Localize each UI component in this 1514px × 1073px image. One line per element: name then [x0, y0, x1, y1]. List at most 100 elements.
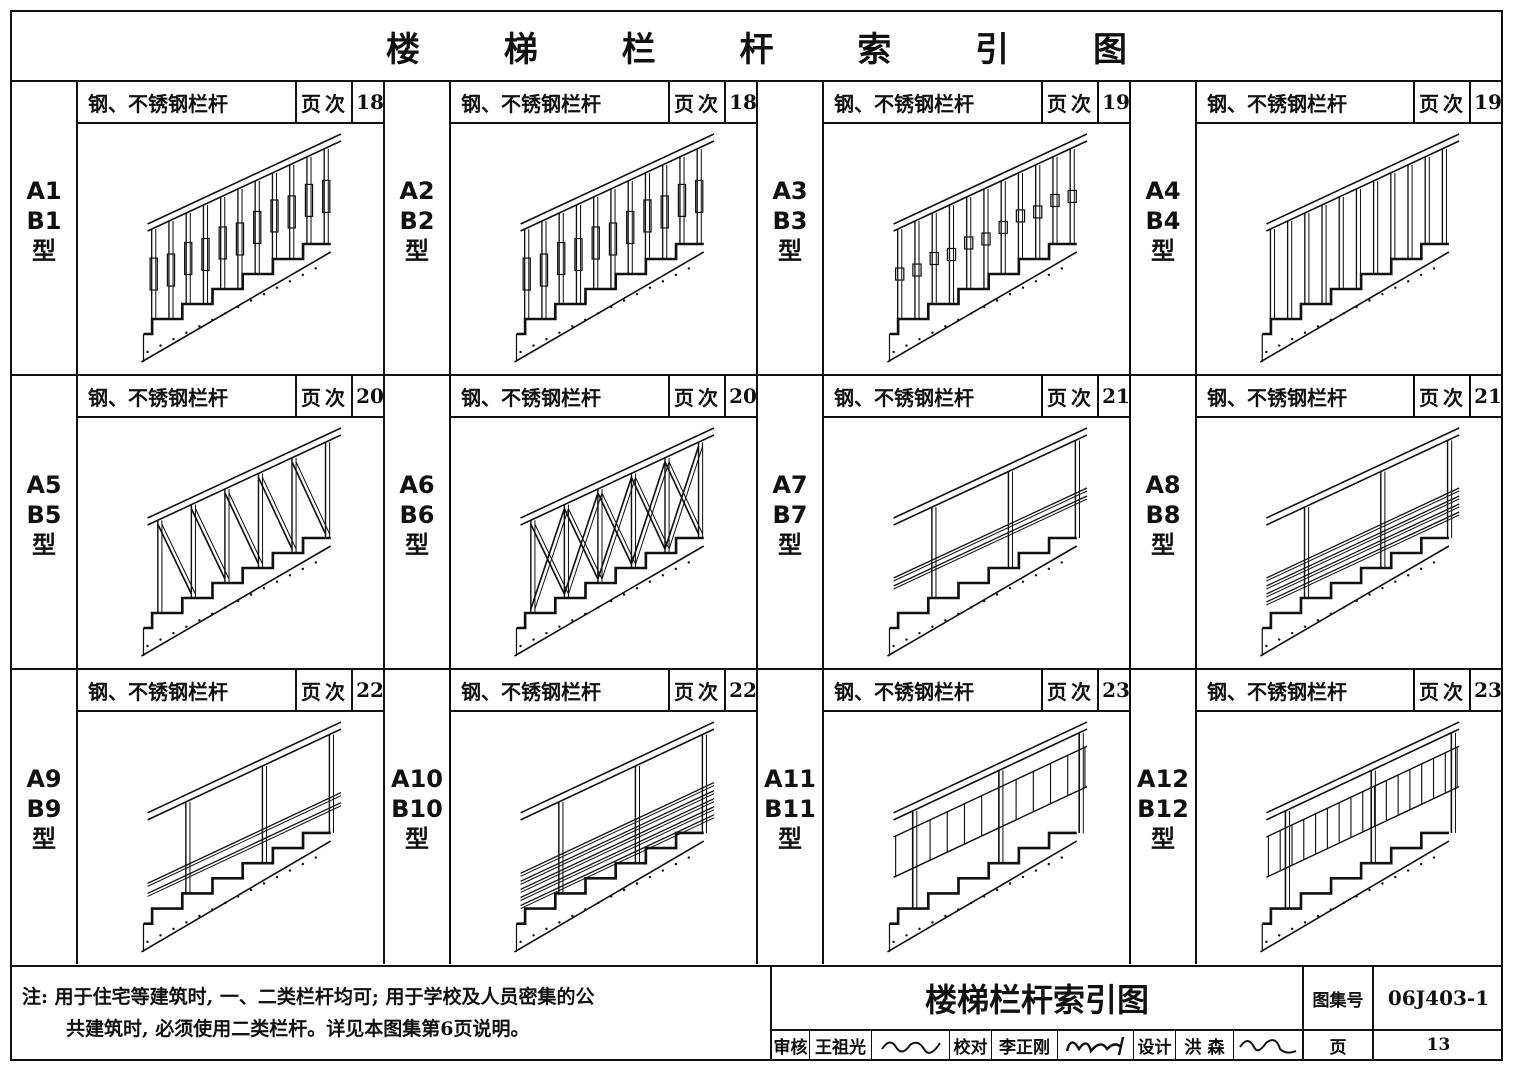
page-ref-label: 页次: [1041, 670, 1099, 710]
page-ref-number: 21: [1469, 376, 1505, 416]
railing-elevation-drawing: [76, 418, 385, 668]
page-ref-number: 22: [724, 670, 760, 710]
railing-elevation-drawing: [822, 418, 1131, 668]
atlas-label: 图集号: [1312, 990, 1364, 1011]
page-ref-number: 20: [351, 376, 387, 416]
page-ref-label: 页次: [295, 376, 353, 416]
footer: 注: 用于住宅等建筑时, 一、二类栏杆均可; 用于学校及人员密集的公 共建筑时,…: [12, 965, 1503, 1061]
railing-type-label: A1 B1 型: [26, 177, 62, 265]
railing-elevation-drawing: [822, 124, 1131, 374]
page-ref-label: 页次: [668, 82, 726, 122]
railing-type-label: A4 B4 型: [1145, 177, 1181, 265]
railing-elevation-drawing: [1195, 418, 1503, 668]
atlas-number: 06J403-1: [1387, 986, 1490, 1010]
railing-elevation-drawing: [449, 124, 758, 374]
railing-type-label: A8 B8 型: [1145, 471, 1181, 559]
railing-type-label: A5 B5 型: [26, 471, 62, 559]
railing-elevation-drawing: [1195, 124, 1503, 374]
checker-signature: [1058, 1031, 1134, 1059]
railing-elevation-drawing: [449, 712, 758, 964]
page-ref-label: 页次: [668, 376, 726, 416]
page-ref-label: 页次: [1413, 376, 1471, 416]
railing-type-label: A3 B3 型: [772, 177, 808, 265]
railing-elevation-drawing: [76, 124, 385, 374]
page-ref-number: 21: [1097, 376, 1133, 416]
note-text: 注: 用于住宅等建筑时, 一、二类栏杆均可; 用于学校及人员密集的公 共建筑时,…: [22, 981, 762, 1045]
railing-name: 钢、不锈钢栏杆: [834, 91, 974, 116]
railing-name: 钢、不锈钢栏杆: [1207, 385, 1347, 410]
page-ref-label: 页次: [1041, 82, 1099, 122]
railing-type-label: A6 B6 型: [399, 471, 435, 559]
reviewer-signature: [872, 1031, 950, 1059]
page-ref-number: 19: [1469, 82, 1505, 122]
railing-elevation-drawing: [76, 712, 385, 964]
railing-type-label: A9 B9 型: [26, 765, 62, 853]
page-ref-label: 页次: [295, 82, 353, 122]
note-line-1: 注: 用于住宅等建筑时, 一、二类栏杆均可; 用于学校及人员密集的公: [22, 986, 595, 1008]
sheet-title: 楼 梯 栏 杆 索 引 图: [12, 12, 1501, 82]
railing-type-label: A11 B11 型: [764, 765, 816, 853]
railing-type-label: A2 B2 型: [399, 177, 435, 265]
railing-type-label: A7 B7 型: [772, 471, 808, 559]
reviewer-name: 王祖光: [810, 1031, 872, 1059]
railing-name: 钢、不锈钢栏杆: [88, 679, 228, 704]
page-ref-number: 23: [1097, 670, 1133, 710]
railing-name: 钢、不锈钢栏杆: [461, 385, 601, 410]
railing-name: 钢、不锈钢栏杆: [1207, 679, 1347, 704]
page-number: 13: [1426, 1035, 1451, 1055]
page-ref-number: 18: [724, 82, 760, 122]
railing-elevation-drawing: [1195, 712, 1503, 964]
railing-name: 钢、不锈钢栏杆: [461, 91, 601, 116]
page-ref-label: 页次: [668, 670, 726, 710]
review-label: 审核: [772, 1031, 810, 1059]
railing-elevation-drawing: [822, 712, 1131, 964]
page-ref-number: 20: [724, 376, 760, 416]
designer-signature: [1234, 1031, 1302, 1059]
railing-elevation-drawing: [449, 418, 758, 668]
page-ref-number: 18: [351, 82, 387, 122]
checker-name: 李正刚: [992, 1031, 1058, 1059]
page-ref-label: 页次: [1413, 670, 1471, 710]
page-ref-number: 23: [1469, 670, 1505, 710]
railing-name: 钢、不锈钢栏杆: [834, 385, 974, 410]
page-ref-label: 页次: [295, 670, 353, 710]
page-ref-label: 页次: [1413, 82, 1471, 122]
check-label: 校对: [950, 1031, 992, 1059]
designer-name: 洪 森: [1176, 1031, 1234, 1059]
page-ref-number: 22: [351, 670, 387, 710]
railing-type-label: A12 B12 型: [1137, 765, 1189, 853]
page-ref-label: 页次: [1041, 376, 1099, 416]
drawing-title: 楼梯栏杆索引图: [924, 981, 1149, 1019]
railing-name: 钢、不锈钢栏杆: [461, 679, 601, 704]
railing-name: 钢、不锈钢栏杆: [88, 385, 228, 410]
railing-type-label: A10 B10 型: [391, 765, 443, 853]
page-ref-number: 19: [1097, 82, 1133, 122]
page-label: 页: [1329, 1037, 1347, 1058]
railing-name: 钢、不锈钢栏杆: [1207, 91, 1347, 116]
note-line-2: 共建筑时, 必须使用二类栏杆。详见本图集第6页说明。: [66, 1018, 530, 1040]
